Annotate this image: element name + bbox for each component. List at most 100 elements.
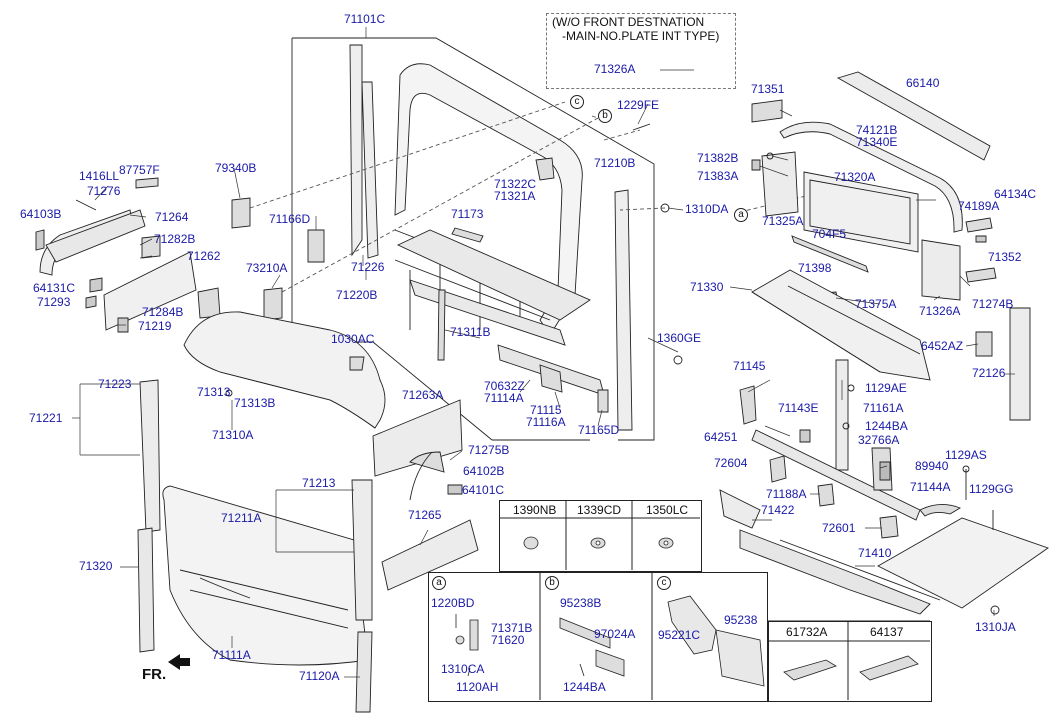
detail-c-marker: c: [657, 576, 671, 590]
part-label-71161a: 71161A: [863, 401, 904, 415]
part-label-71226: 71226: [351, 260, 385, 274]
fastener-header-2: 1339CD: [577, 503, 622, 517]
note-line-1: (W/O FRONT DESTNATION: [552, 15, 705, 29]
part-label-71211a: 71211A: [221, 511, 262, 525]
part-label-71322c: 71322C: [494, 177, 537, 191]
part-label-71326a: 71326A: [919, 304, 961, 318]
part-label-71276: 71276: [87, 184, 121, 198]
part-label-71223: 71223: [98, 377, 132, 391]
part-label-71320a: 71320A: [834, 170, 876, 184]
part-label-71351: 71351: [751, 82, 785, 96]
part-label-71398: 71398: [798, 261, 832, 275]
note-line-2: -MAIN-NO.PLATE INT TYPE): [562, 29, 720, 43]
part-label-71293: 71293: [37, 295, 71, 309]
part-label-71274b: 71274B: [972, 297, 1014, 311]
part-label-71352: 71352: [988, 250, 1022, 264]
part-label-704f5: 704F5: [812, 227, 847, 241]
part-label-71262: 71262: [187, 249, 221, 263]
part-label-1416ll: 1416LL: [79, 169, 120, 183]
detail-b-marker: b: [545, 576, 559, 590]
part-label-71313b: 71313B: [234, 396, 276, 410]
part-label-71382b: 71382B: [697, 151, 739, 165]
part-label-64103b: 64103B: [20, 207, 62, 221]
part-label-71210b: 71210B: [594, 156, 636, 170]
pad-header-2: 64137: [870, 625, 904, 639]
part-label-74189a: 74189A: [958, 199, 1000, 213]
part-label-71263a: 71263A: [402, 388, 444, 402]
part-label-71220b: 71220B: [336, 288, 378, 302]
part-label-71383a: 71383A: [697, 169, 739, 183]
part-label-71313: 71313: [197, 385, 231, 399]
detail-a-marker: a: [432, 576, 446, 590]
part-label-66140: 66140: [906, 76, 940, 90]
part-label-71320: 71320: [79, 559, 113, 573]
part-label-79340b: 79340B: [215, 161, 257, 175]
part-label-87757f: 87757F: [119, 163, 160, 177]
part-label-1129gg: 1129GG: [969, 482, 1014, 496]
part-label-73210a: 73210A: [246, 261, 288, 275]
part-label-71120a: 71120A: [299, 669, 340, 683]
part-label-71173: 71173: [451, 207, 484, 221]
part-label-64101c: 64101C: [462, 483, 505, 497]
part-label-95221c: 95221C: [658, 628, 701, 642]
part-label-1244ba: 1244BA: [563, 680, 606, 694]
part-label-71282b: 71282B: [154, 232, 196, 246]
part-label-1360ge: 1360GE: [657, 331, 702, 345]
part-label-71219: 71219: [138, 319, 172, 333]
front-arrow-icon: [168, 654, 190, 670]
part-label-71116a: 71116A: [526, 415, 566, 429]
part-label-70632z: 70632Z: [484, 379, 525, 393]
note-box: [546, 13, 736, 89]
part-label-71115: 71115: [530, 403, 562, 417]
part-label-32766a: 32766A: [858, 433, 900, 447]
part-label-74121b: 74121B: [856, 123, 898, 137]
part-label-1229fe: 1229FE: [617, 98, 660, 112]
part-label-71321a: 71321A: [494, 189, 536, 203]
part-label-1129as: 1129AS: [945, 448, 987, 462]
part-label-72604: 72604: [714, 456, 748, 470]
part-label-71311b: 71311B: [450, 325, 491, 339]
part-label-64131c: 64131C: [33, 281, 76, 295]
part-label-1310da: 1310DA: [685, 202, 729, 216]
fastener-table: [499, 500, 702, 572]
part-label-1310ca: 1310CA: [441, 662, 485, 676]
front-label: FR.: [142, 666, 167, 683]
part-label-71114a: 71114A: [484, 391, 524, 405]
part-label-71144a: 71144A: [910, 480, 951, 494]
part-label-72126: 72126: [972, 366, 1006, 380]
part-label-71326a: 71326A: [594, 62, 636, 76]
part-label-71340e: 71340E: [856, 135, 898, 149]
callout-a: a: [734, 208, 748, 222]
part-label-1310ja: 1310JA: [975, 620, 1016, 634]
part-label-97024a: 97024A: [594, 627, 636, 641]
part-label-64251: 64251: [704, 430, 738, 444]
part-label-71221: 71221: [29, 411, 63, 425]
callout-b: b: [598, 109, 612, 123]
part-label-95238b: 95238B: [560, 596, 602, 610]
part-label-1220bd: 1220BD: [431, 596, 475, 610]
part-label-1244ba: 1244BA: [865, 419, 908, 433]
part-label-71145: 71145: [733, 359, 766, 373]
part-label-64102b: 64102B: [463, 464, 505, 478]
part-label-71143e: 71143E: [778, 401, 819, 415]
part-label-71284b: 71284B: [142, 305, 184, 319]
fastener-header-1: 1390NB: [513, 503, 557, 517]
part-label-71330: 71330: [690, 280, 724, 294]
fastener-header-3: 1350LC: [646, 503, 689, 517]
part-label-71422: 71422: [761, 503, 795, 517]
part-label-71275b: 71275B: [468, 443, 510, 457]
part-label-71325a: 71325A: [762, 214, 804, 228]
pad-table: [768, 621, 932, 702]
pad-header-1: 61732A: [786, 625, 828, 639]
callout-c: c: [570, 95, 584, 109]
part-label-95238: 95238: [724, 613, 758, 627]
part-label-1030ac: 1030AC: [331, 332, 375, 346]
part-label-71165d: 71165D: [578, 423, 620, 437]
part-label-1120ah: 1120AH: [456, 680, 499, 694]
part-label-71375a: 71375A: [855, 297, 897, 311]
part-label-71620: 71620: [491, 633, 525, 647]
part-label-71310a: 71310A: [212, 428, 254, 442]
part-label-71213: 71213: [302, 476, 336, 490]
